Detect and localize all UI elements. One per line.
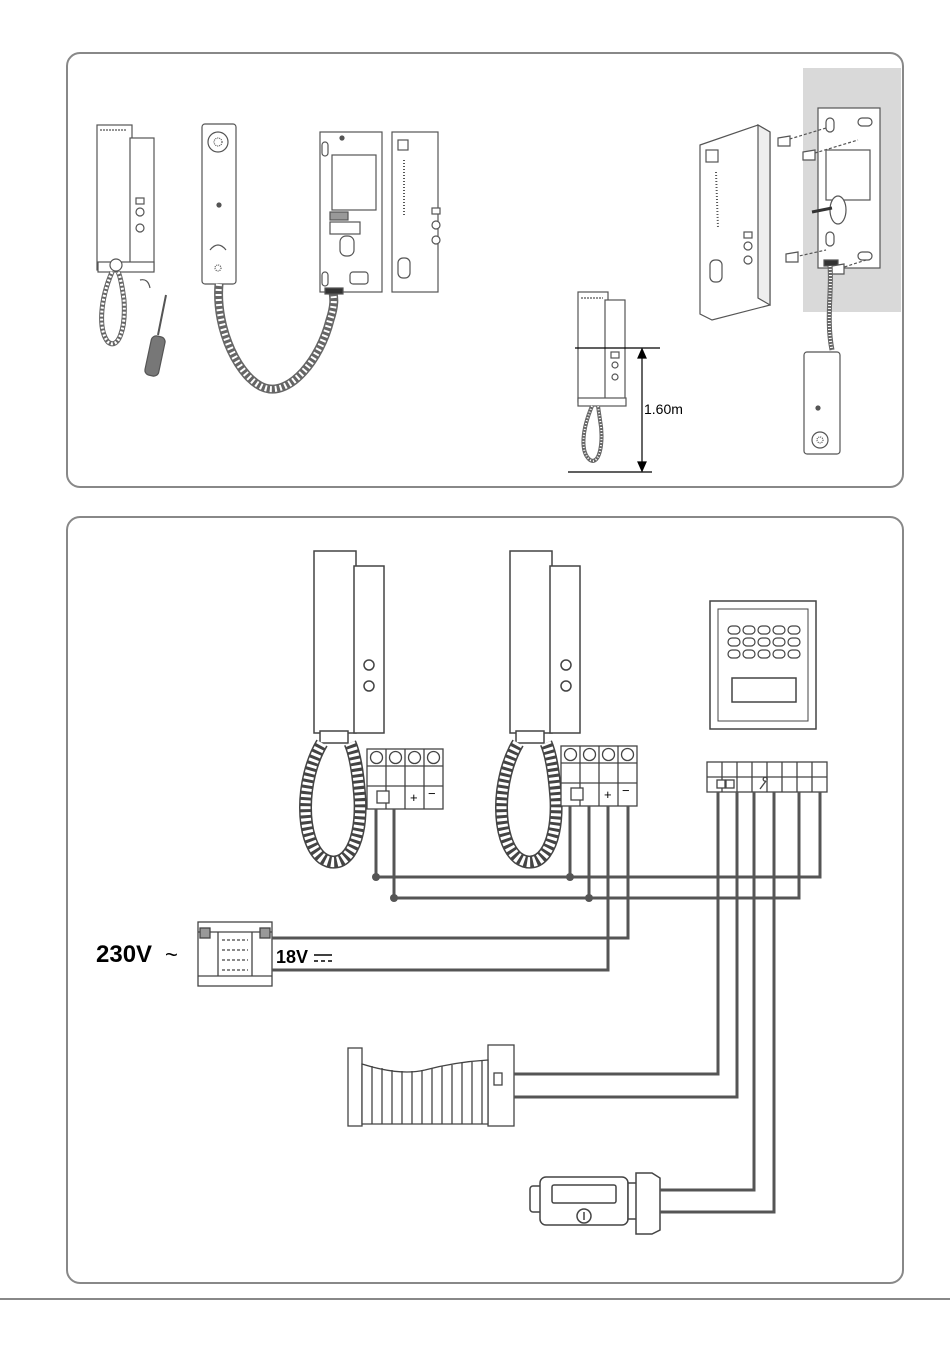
mains-ac-symbol: ~	[165, 942, 178, 967]
button-icon	[136, 224, 144, 232]
intercom-base-open	[320, 132, 382, 294]
door-entry-panel	[710, 601, 816, 729]
terminal-label-icon	[717, 780, 725, 788]
terminal-minus: −	[622, 783, 630, 798]
button-icon	[364, 660, 374, 670]
terminal-minus: −	[428, 786, 436, 801]
door-panel-terminal-block	[707, 762, 827, 792]
handset-with-cord	[202, 124, 334, 389]
gate-icon	[348, 1045, 514, 1126]
dc-symbol-icon	[314, 955, 332, 961]
mains-voltage-label: 230V	[96, 941, 152, 968]
terminal-plus: +	[604, 787, 612, 802]
terminal-label-icon	[377, 791, 389, 803]
dc-voltage-label: 18V	[276, 947, 308, 967]
button-icon	[136, 208, 144, 216]
button-icon	[561, 681, 571, 691]
terminal-label-icon	[571, 788, 583, 800]
intercom-unit-2	[502, 551, 581, 862]
button-icon	[136, 198, 144, 204]
arrow-icon	[140, 280, 150, 288]
intercom-with-screwdriver	[97, 125, 166, 377]
wall-mount-diagram	[700, 68, 901, 454]
terminal-plus: +	[410, 790, 418, 805]
power-transformer	[198, 922, 272, 986]
electric-lock-icon	[530, 1173, 660, 1234]
height-label: 1.60m	[644, 401, 683, 417]
button-icon	[364, 681, 374, 691]
terminal-label-icon	[726, 780, 734, 788]
screwdriver-icon	[144, 295, 166, 377]
height-diagram	[568, 292, 660, 472]
intercom-front-cover	[392, 132, 440, 292]
call-button	[732, 678, 796, 702]
button-icon	[561, 660, 571, 670]
intercom-unit-1	[306, 551, 385, 862]
